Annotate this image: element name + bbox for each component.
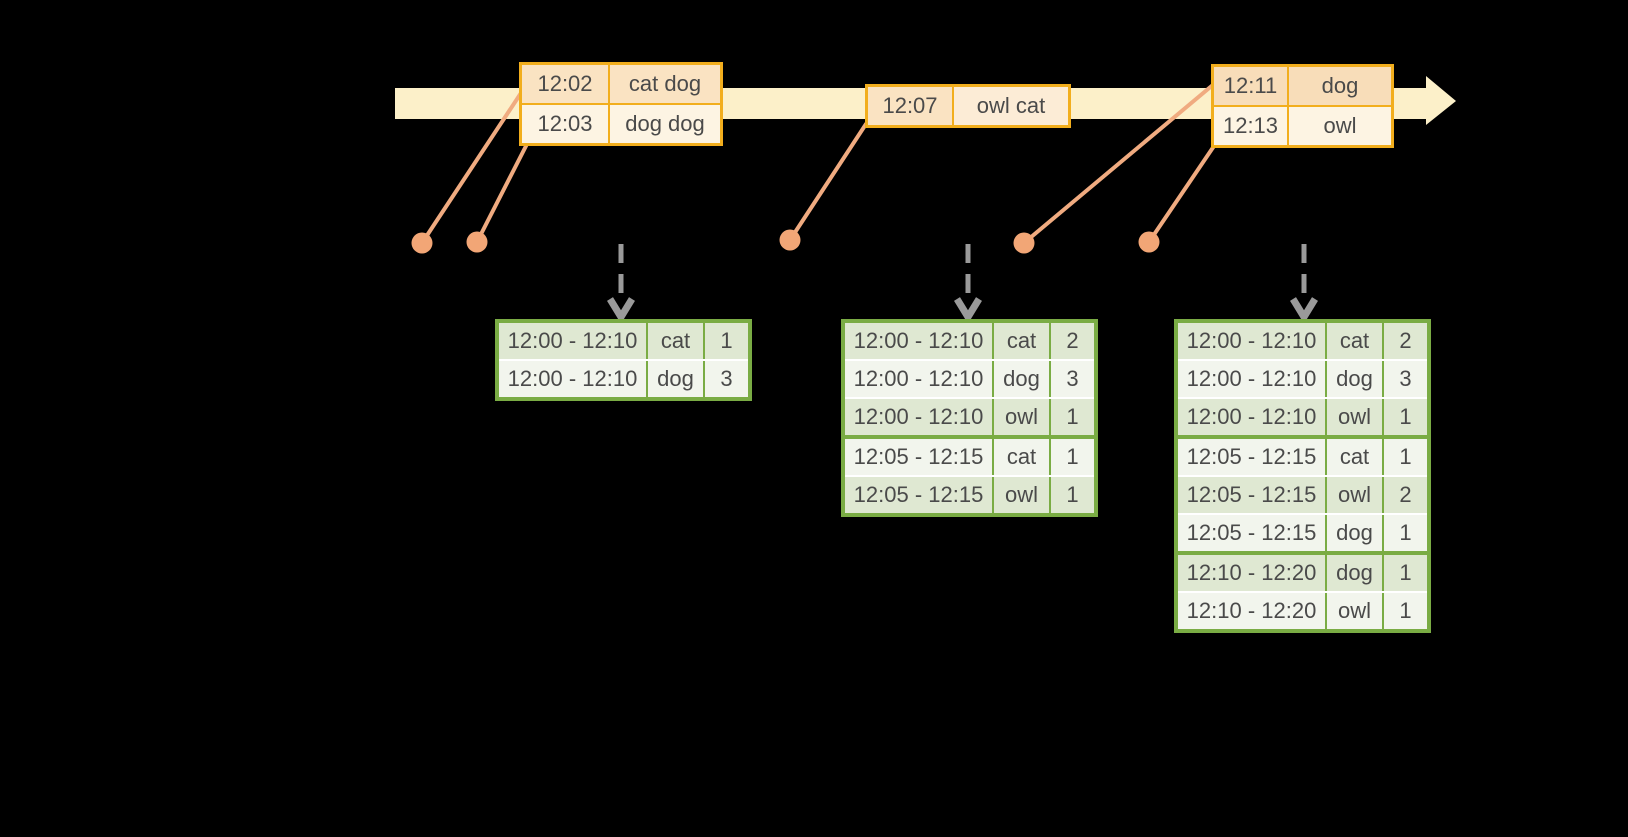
words-cell: dog dog [608, 105, 720, 143]
word-cell: cat [1325, 439, 1382, 475]
count-cell: 3 [1382, 361, 1427, 397]
word-cell: dog [992, 361, 1049, 397]
trigger-arrowhead-icon [954, 297, 982, 324]
trigger-arrowhead-icon [1290, 297, 1318, 324]
connector-line [788, 122, 868, 242]
window-cell: 12:05 - 12:15 [845, 477, 992, 513]
window-cell: 12:00 - 12:10 [1178, 323, 1325, 359]
word-cell: owl [1325, 477, 1382, 513]
count-cell: 2 [1382, 477, 1427, 513]
time-cell: 12:03 [522, 105, 608, 143]
event-dot-icon [466, 231, 488, 253]
count-cell: 1 [1049, 477, 1094, 513]
count-cell: 3 [703, 361, 748, 397]
count-cell: 2 [1382, 323, 1427, 359]
word-cell: owl [992, 399, 1049, 435]
window-cell: 12:00 - 12:10 [1178, 361, 1325, 397]
window-cell: 12:05 - 12:15 [1178, 439, 1325, 475]
count-cell: 1 [1382, 399, 1427, 435]
word-cell: cat [646, 323, 703, 359]
window-cell: 12:00 - 12:10 [845, 323, 992, 359]
count-cell: 1 [1382, 555, 1427, 591]
count-cell: 1 [1382, 439, 1427, 475]
word-cell: dog [1325, 555, 1382, 591]
count-cell: 1 [1049, 399, 1094, 435]
window-cell: 12:00 - 12:10 [499, 361, 646, 397]
count-cell: 2 [1049, 323, 1094, 359]
window-cell: 12:10 - 12:20 [1178, 555, 1325, 591]
event-dot-icon [411, 232, 433, 254]
word-cell: dog [646, 361, 703, 397]
count-cell: 1 [1382, 593, 1427, 629]
window-cell: 12:00 - 12:10 [1178, 399, 1325, 435]
count-cell: 3 [1049, 361, 1094, 397]
window-cell: 12:05 - 12:15 [1178, 515, 1325, 551]
connector-line [1147, 144, 1216, 244]
word-cell: dog [1325, 361, 1382, 397]
time-cell: 12:11 [1214, 67, 1287, 105]
window-cell: 12:05 - 12:15 [1178, 477, 1325, 513]
window-cell: 12:00 - 12:10 [499, 323, 646, 359]
trigger-arrowhead-icon [607, 297, 635, 324]
words-cell: cat dog [608, 65, 720, 103]
window-cell: 12:00 - 12:10 [845, 361, 992, 397]
window-cell: 12:00 - 12:10 [845, 399, 992, 435]
words-cell: owl [1287, 107, 1391, 145]
words-cell: dog [1287, 67, 1391, 105]
words-cell: owl cat [952, 87, 1068, 125]
word-cell: dog [1325, 515, 1382, 551]
count-cell: 1 [1049, 439, 1094, 475]
time-cell: 12:13 [1214, 107, 1287, 145]
word-cell: cat [992, 323, 1049, 359]
count-cell: 1 [703, 323, 748, 359]
time-cell: 12:07 [868, 87, 952, 125]
time-cell: 12:02 [522, 65, 608, 103]
window-cell: 12:05 - 12:15 [845, 439, 992, 475]
window-cell: 12:10 - 12:20 [1178, 593, 1325, 629]
timeline-arrow-icon [1426, 76, 1456, 125]
word-cell: cat [1325, 323, 1382, 359]
count-cell: 1 [1382, 515, 1427, 551]
word-cell: owl [1325, 593, 1382, 629]
word-cell: owl [992, 477, 1049, 513]
connector-line [475, 142, 529, 244]
connector-line [420, 91, 523, 245]
event-dot-icon [779, 229, 801, 251]
connector-line [1022, 82, 1216, 245]
word-cell: owl [1325, 399, 1382, 435]
word-cell: cat [992, 439, 1049, 475]
event-dot-icon [1138, 231, 1160, 253]
event-dot-icon [1013, 232, 1035, 254]
